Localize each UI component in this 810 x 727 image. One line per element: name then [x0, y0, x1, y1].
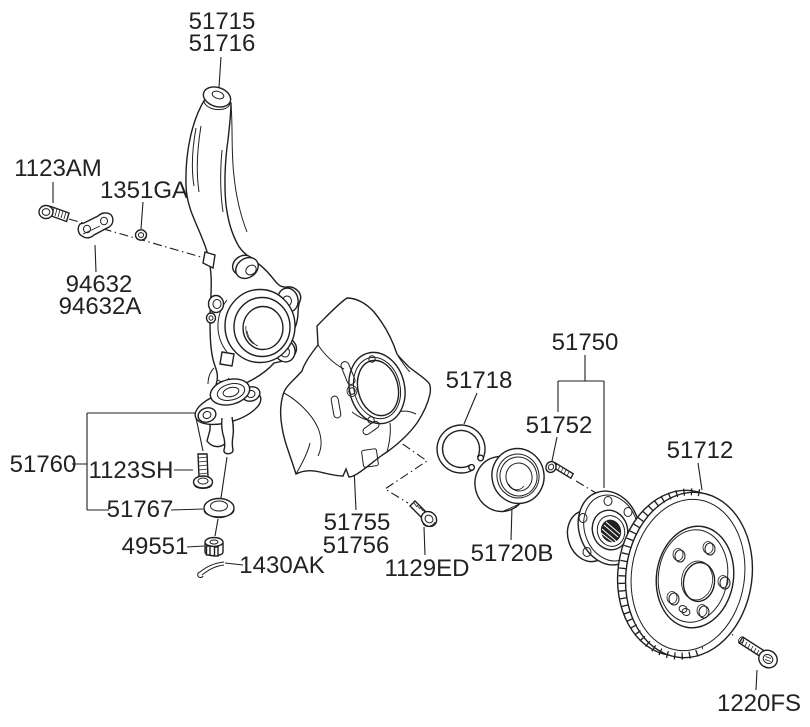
- snap-ring-drawing: [436, 424, 486, 474]
- leader-lines: [52, 56, 758, 691]
- tie-rod-wedge: [202, 251, 216, 270]
- disc-screw-drawing: [737, 636, 778, 669]
- part-label-1430AK: 1430AK: [239, 552, 324, 579]
- steering-knuckle-drawing: [185, 86, 302, 448]
- hub-stud-drawing: [545, 460, 575, 480]
- part-label-51760: 51760: [10, 451, 77, 478]
- cover-bolt-drawing: [409, 500, 438, 528]
- part-label-51755: 51755: [324, 509, 391, 536]
- part-label-1351GA: 1351GA: [100, 177, 188, 204]
- camber-nut-drawing: [134, 229, 148, 241]
- cotter-pin-drawing: [197, 561, 225, 578]
- part-label-49551: 49551: [122, 533, 189, 560]
- ball-joint-stud: [220, 416, 235, 455]
- knuckle-top-hole: [211, 90, 225, 100]
- disc-center-hole: [682, 561, 716, 603]
- washer-drawing: [203, 497, 235, 519]
- part-label-51750: 51750: [552, 329, 619, 356]
- part-label-51716: 51716: [189, 30, 256, 57]
- cover-opening: [356, 359, 400, 417]
- part-label-51715: 51715: [189, 8, 256, 35]
- wheel-bearing-drawing: [474, 447, 545, 513]
- part-label-51756: 51756: [323, 532, 390, 559]
- part-label-1123SH: 1123SH: [89, 457, 174, 484]
- part-label-51752: 51752: [526, 412, 593, 439]
- part-label-51720B: 51720B: [471, 540, 554, 567]
- part-label-51767: 51767: [107, 496, 174, 523]
- callout-labels: 51715 51716 1123AM 1351GA 94632 94632A 5…: [10, 8, 801, 717]
- part-label-94632: 94632: [66, 271, 133, 298]
- part-label-51718: 51718: [446, 367, 513, 394]
- part-label-51712: 51712: [667, 437, 734, 464]
- ball-joint-bolt-drawing: [192, 453, 214, 489]
- part-label-1220FS: 1220FS: [717, 690, 801, 717]
- ball-joint-drawing: [194, 378, 262, 455]
- dust-cover-drawing: [279, 297, 432, 478]
- part-label-1123AM: 1123AM: [14, 155, 102, 182]
- part-label-94632A: 94632A: [59, 293, 142, 320]
- brake-disc-drawing: [616, 488, 754, 660]
- castle-nut-drawing: [204, 536, 224, 557]
- camber-plate-drawing: [77, 212, 114, 239]
- part-label-1129ED: 1129ED: [385, 555, 470, 582]
- camber-bolt-drawing: [38, 204, 70, 223]
